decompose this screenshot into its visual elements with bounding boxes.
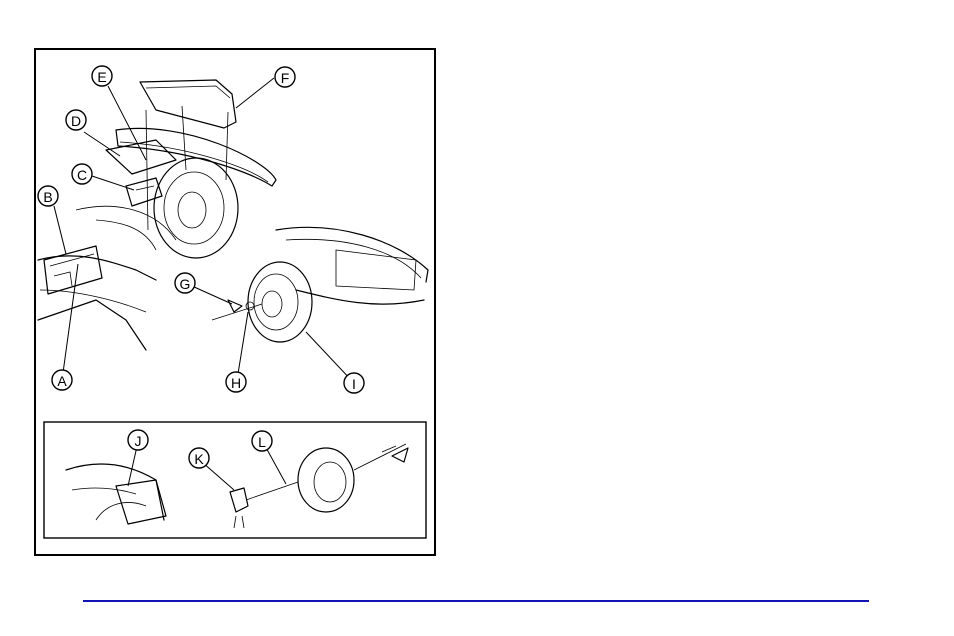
leader-lines	[54, 78, 353, 382]
svg-text:A: A	[57, 373, 67, 389]
callout-i: I	[344, 373, 364, 393]
callout-d: D	[66, 110, 86, 130]
svg-text:J: J	[135, 433, 142, 449]
svg-text:G: G	[180, 276, 191, 292]
svg-text:F: F	[281, 70, 290, 86]
callout-c: C	[72, 164, 92, 184]
illustration-svg: A B C D E F G H I J K L	[36, 50, 434, 554]
inset-detail	[44, 422, 426, 538]
callout-b: B	[38, 186, 58, 206]
callout-a: A	[52, 370, 72, 390]
callout-g: G	[175, 273, 195, 293]
svg-text:H: H	[231, 375, 241, 391]
spare-tire-storage-illustration: A B C D E F G H I J K L	[34, 48, 436, 556]
callout-h: H	[226, 372, 246, 392]
callout-f: F	[275, 67, 295, 87]
callout-k: K	[189, 448, 209, 468]
svg-text:E: E	[97, 69, 106, 85]
car-body-drawing	[38, 80, 428, 350]
footer-rule	[83, 600, 869, 602]
svg-text:D: D	[71, 113, 81, 129]
callout-j: J	[128, 430, 148, 450]
svg-text:L: L	[258, 434, 266, 450]
svg-text:B: B	[43, 189, 52, 205]
svg-text:K: K	[194, 451, 204, 467]
svg-text:C: C	[77, 167, 87, 183]
callout-e: E	[92, 66, 112, 86]
svg-text:I: I	[352, 376, 356, 392]
callout-l: L	[252, 431, 272, 451]
